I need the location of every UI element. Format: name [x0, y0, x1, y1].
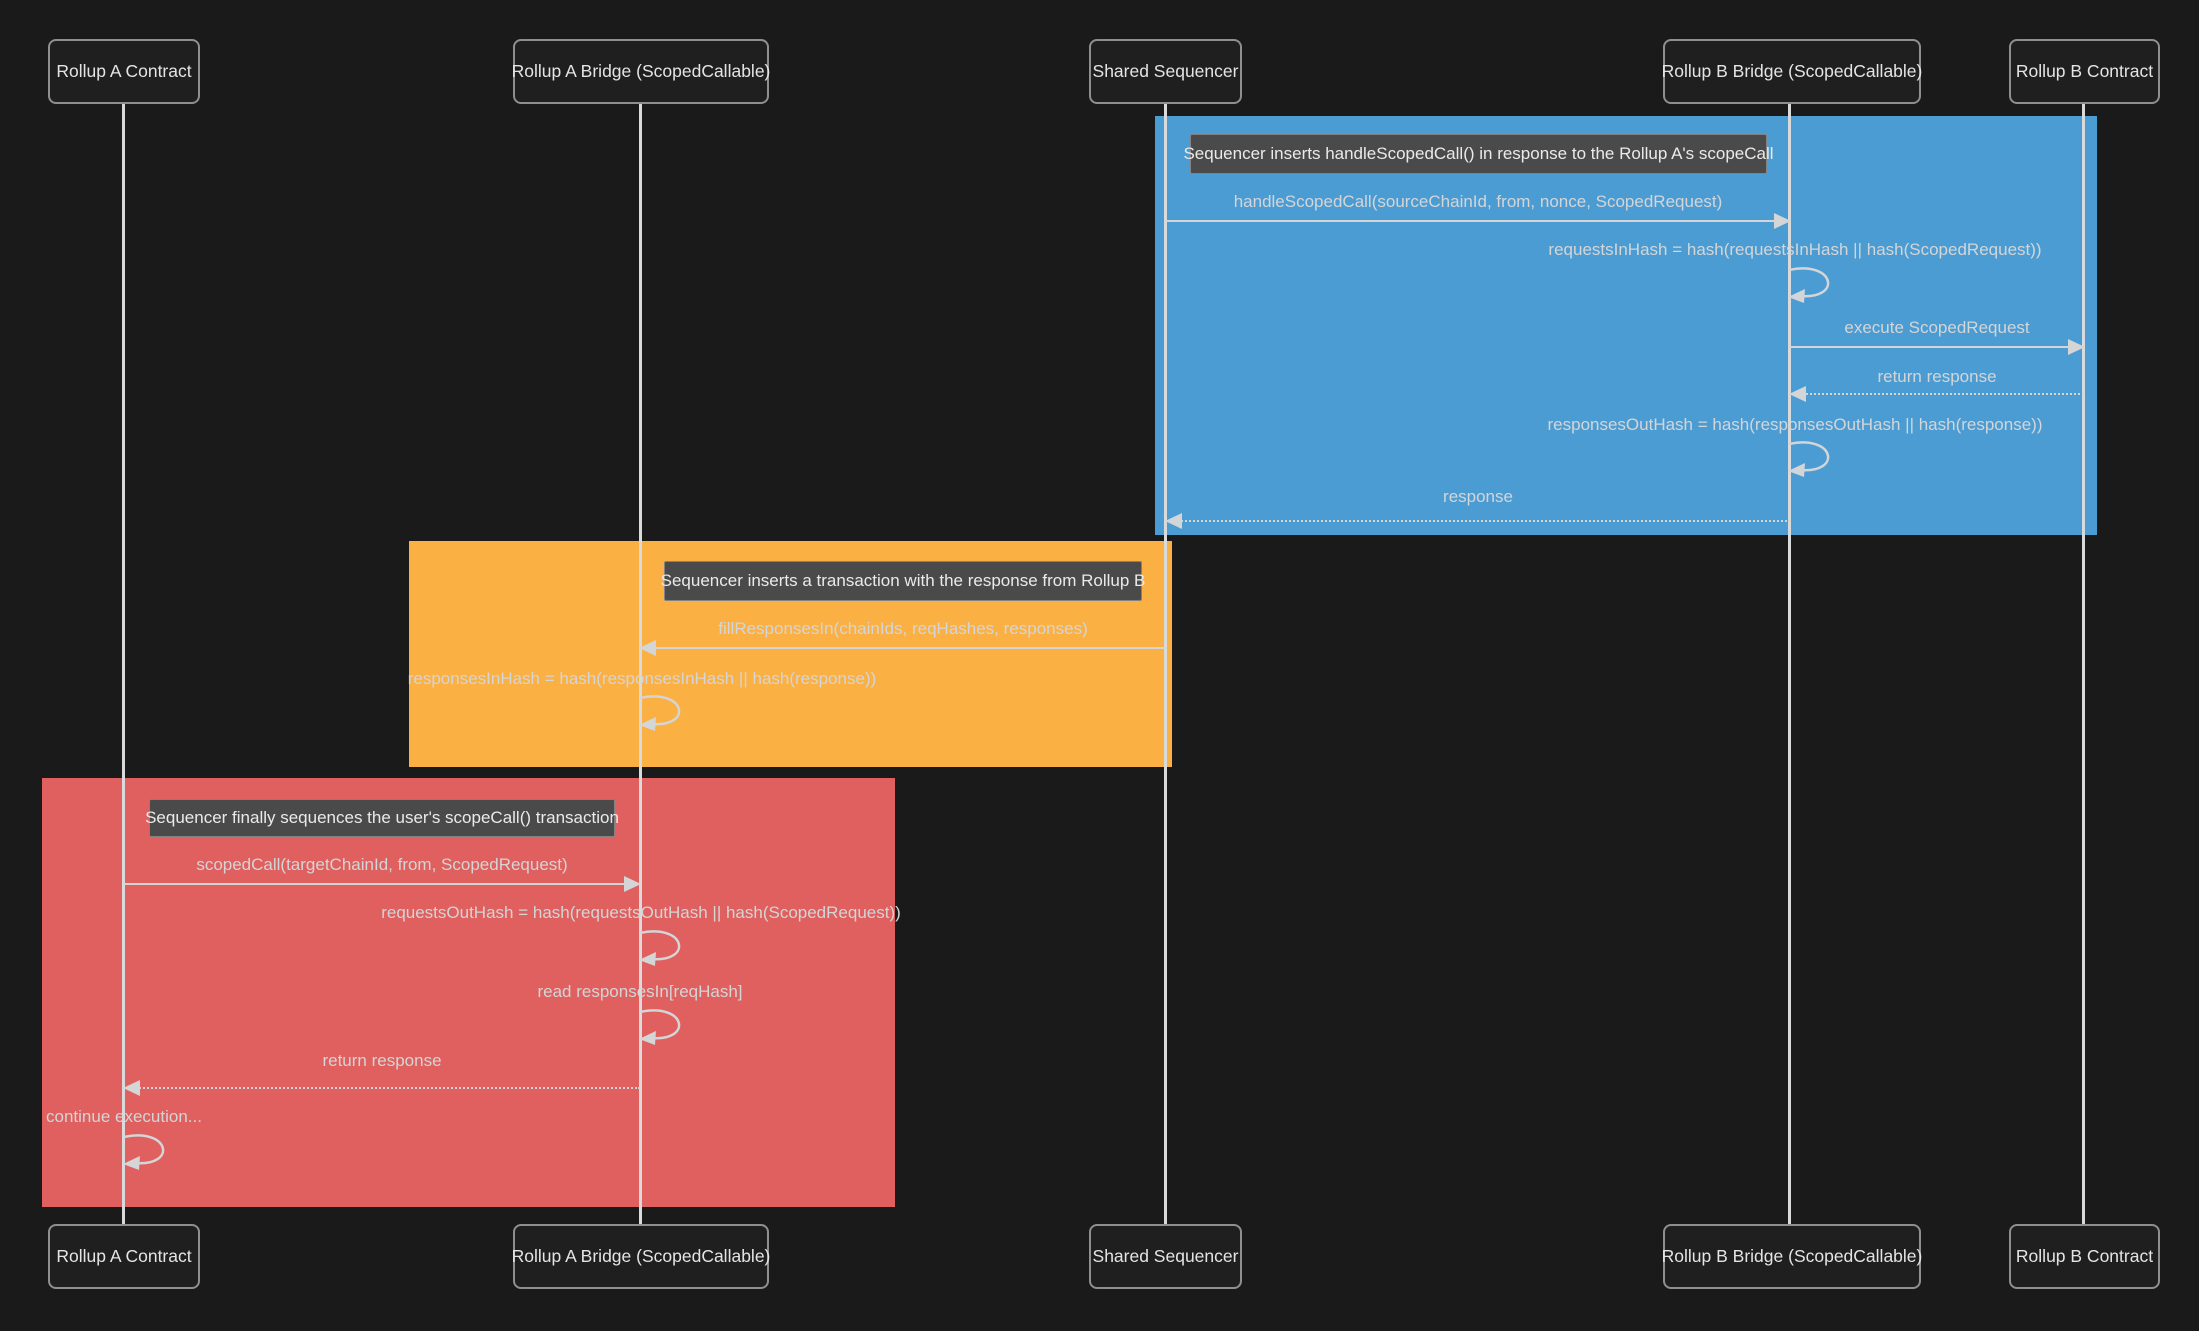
- participant-bottom-shared-sequencer: Shared Sequencer: [1089, 1224, 1242, 1289]
- participant-top-rollup-a-contract: Rollup A Contract: [48, 39, 200, 104]
- participant-bottom-rollup-b-contract: Rollup B Contract: [2009, 1224, 2160, 1289]
- message-arrow-execute-scopedrequest: [1790, 339, 2085, 355]
- participant-bottom-rollup-a-bridge: Rollup A Bridge (ScopedCallable): [512, 1224, 770, 1289]
- lifeline-rollup-b-contract: [2082, 104, 2085, 1224]
- note-orange-sequencer-inserts-transaction: Sequencer inserts a transaction with the…: [661, 561, 1145, 601]
- arrowhead-left-icon: [639, 640, 656, 656]
- message-label-requestsouthash: requestsOutHash = hash(requestsOutHash |…: [381, 903, 901, 922]
- message-label-response: response: [1443, 487, 1513, 506]
- arrowhead-right-icon: [2068, 339, 2085, 355]
- note-blue-sequencer-inserts-handlescopedcall: Sequencer inserts handleScopedCall() in …: [1183, 134, 1774, 174]
- message-label-return-response-a: return response: [322, 1051, 442, 1070]
- self-loop-arrow: [639, 1009, 681, 1045]
- message-label-responsesinhash: responsesInHash = hash(responsesInHash |…: [407, 669, 877, 688]
- message-arrow-return-response-b: [1789, 386, 2084, 402]
- message-arrow-scopedcall: [124, 876, 641, 892]
- participant-top-rollup-b-contract: Rollup B Contract: [2009, 39, 2160, 104]
- lifeline-rollup-a-contract: [122, 104, 125, 1224]
- arrowhead-right-icon: [624, 876, 641, 892]
- message-arrow-fillresponsesin: [639, 640, 1166, 656]
- self-loop-arrow: [1788, 267, 1830, 303]
- lifeline-rollup-a-bridge: [639, 104, 642, 1224]
- lifeline-rollup-b-bridge: [1788, 104, 1791, 1224]
- highlight-rect-red: [42, 778, 895, 1207]
- self-loop-arrow: [639, 695, 681, 731]
- participant-top-rollup-b-bridge: Rollup B Bridge (ScopedCallable): [1662, 39, 1922, 104]
- note-red-sequencer-sequences-scopecall: Sequencer finally sequences the user's s…: [145, 799, 619, 837]
- message-label-execute-scopedrequest: execute ScopedRequest: [1844, 318, 2030, 337]
- message-label-responsesouthash: responsesOutHash = hash(responsesOutHash…: [1547, 415, 2043, 434]
- message-label-handlescopedcall: handleScopedCall(sourceChainId, from, no…: [1233, 192, 1723, 211]
- arrowhead-left-icon: [123, 1080, 140, 1096]
- lifeline-shared-sequencer: [1164, 104, 1167, 1224]
- arrowhead-right-icon: [1774, 213, 1791, 229]
- message-arrow-response: [1165, 513, 1790, 529]
- participant-top-shared-sequencer: Shared Sequencer: [1089, 39, 1242, 104]
- message-label-requestsinhash: requestsInHash = hash(requestsInHash || …: [1548, 240, 2042, 259]
- message-label-fillresponsesin: fillResponsesIn(chainIds, reqHashes, res…: [718, 619, 1088, 638]
- self-loop-arrow: [639, 930, 681, 966]
- message-label-scopedcall: scopedCall(targetChainId, from, ScopedRe…: [196, 855, 568, 874]
- participant-bottom-rollup-b-bridge: Rollup B Bridge (ScopedCallable): [1662, 1224, 1922, 1289]
- arrowhead-left-icon: [1789, 386, 1806, 402]
- self-loop-arrow: [1788, 441, 1830, 477]
- message-arrow-handlescopedcall: [1166, 213, 1791, 229]
- message-label-continue-execution: continue execution...: [46, 1107, 202, 1126]
- message-arrow-return-response-a: [123, 1080, 640, 1096]
- message-label-read-responsesin: read responsesIn[reqHash]: [537, 982, 743, 1001]
- participant-bottom-rollup-a-contract: Rollup A Contract: [48, 1224, 200, 1289]
- message-label-return-response-b: return response: [1877, 367, 1997, 386]
- highlight-rect-blue: [1155, 116, 2097, 535]
- participant-top-rollup-a-bridge: Rollup A Bridge (ScopedCallable): [512, 39, 770, 104]
- self-loop-arrow: [123, 1134, 165, 1170]
- arrowhead-left-icon: [1165, 513, 1182, 529]
